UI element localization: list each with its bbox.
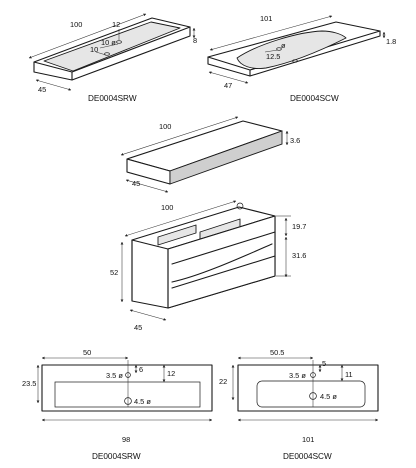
basin-scw-caption: DE0004SCW [290,94,339,103]
top-board-length-label: 100 [159,122,171,131]
basin-scw-height-label: 1.8 [386,37,396,46]
cabinet-height-label: 52 [110,268,118,277]
cabinet: 100 52 45 19.7 31.6 [110,200,306,332]
basin-srw-height-label: 8 [193,36,197,45]
cabinet-handle-line [171,243,273,283]
top-board-side-edge [169,130,283,185]
basin-scw-length-label: 101 [260,14,272,23]
plan-scw-offset-label: 50.5 [270,348,284,357]
plan-srw: 50 23.5 3.5 ø 6 12 4.5 ø 98 DE0004SRW [22,348,213,461]
plan-srw-offset-label: 50 [83,348,91,357]
cabinet-width-label: 45 [134,323,142,332]
basin-srw-width-label: 45 [38,85,46,94]
cabinet-lower-label: 31.6 [292,251,306,260]
plan-srw-bowl [54,381,201,408]
plan-srw-width-label: 98 [122,435,130,444]
top-board: 100 45 3.6 [120,116,300,193]
plan-srw-tap-label: 3.5 ø [106,371,123,380]
plan-srw-caption: DE0004SRW [92,452,141,461]
basin-scw-drain-hole [292,59,298,63]
plan-scw-drain-label: 4.5 ø [320,392,337,401]
plan-scw-caption: DE0004SCW [283,452,332,461]
top-board-width-label: 45 [132,179,140,188]
basin-scw-bowl-label: 12.5 [266,52,280,61]
plan-srw-tap-gap-label: 12 [167,369,175,378]
plan-scw-tap-gap-label: 11 [345,370,353,379]
basin-srw: 100 45 8 12 10 ø 10 DE0004SRW [28,13,197,103]
cabinet-drawer-top [171,231,276,265]
plan-scw-width-label: 101 [302,435,314,444]
plan-scw-outline [237,364,379,412]
basin-srw-hole-label: 10 ø [101,38,116,47]
plan-srw-drain-label: 4.5 ø [134,397,151,406]
cabinet-length-label: 100 [161,203,173,212]
basin-scw-hole-label: ø [281,41,286,50]
plan-scw-depth-label: 22 [219,377,227,386]
plan-scw-tap-label: 3.5 ø [289,371,306,380]
basin-scw-width-label: 47 [224,81,232,90]
plan-scw: 50.5 22 3.5 ø 5 11 4.5 ø 101 DE0004SCW [219,348,379,461]
basin-srw-hole-offset-label: 10 [90,45,98,54]
plan-srw-tap-edge-label: 6 [139,365,143,374]
plan-scw-tap-edge-label: 5 [322,359,326,368]
cabinet-upper-label: 19.7 [292,222,306,231]
top-board-thickness-label: 3.6 [290,136,300,145]
basin-srw-length-label: 100 [70,20,82,29]
plan-srw-depth-label: 23.5 [22,379,36,388]
basin-srw-caption: DE0004SRW [88,94,137,103]
basin-scw: 101 47 1.8 ø 12.5 DE0004SCW [207,14,396,103]
basin-srw-depth-label: 12 [112,20,120,29]
cabinet-drawer-split [171,255,276,289]
plan-scw-bowl [256,380,366,408]
cabinet-fixture [236,202,244,210]
